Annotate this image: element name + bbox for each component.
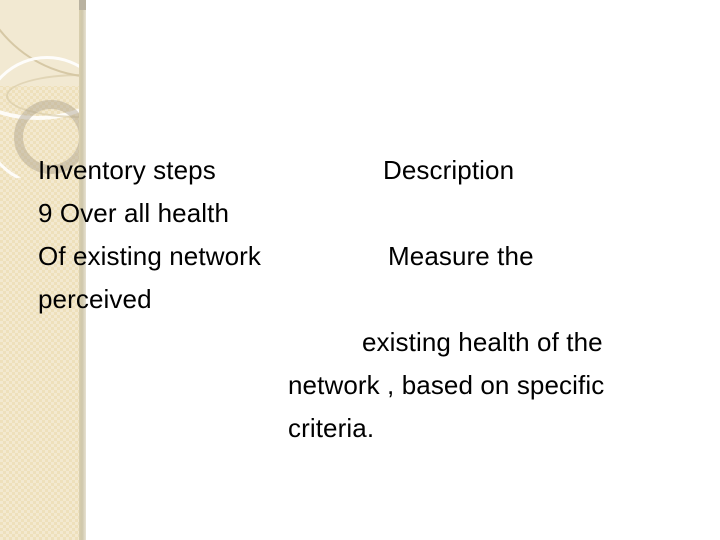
description-line-criteria: criteria.	[288, 413, 375, 443]
description-line-existing-health-of-the: existing health of the	[362, 327, 603, 357]
description-line-measure-the: Measure the	[388, 241, 534, 271]
step-line-over-all-health: 9 Over all health	[38, 198, 230, 228]
step-line-perceived: perceived	[38, 284, 152, 314]
step-line-of-existing-network: Of existing network	[38, 241, 261, 271]
description-line-network-based-on-specific: network , based on specific	[288, 370, 605, 400]
column-header-inventory-steps: Inventory steps	[38, 155, 216, 185]
decorative-sidebar	[0, 0, 86, 540]
column-header-description: Description	[383, 155, 515, 185]
sidebar-edge-strip	[79, 0, 86, 540]
sidebar-edge-strip-cap	[79, 0, 86, 10]
